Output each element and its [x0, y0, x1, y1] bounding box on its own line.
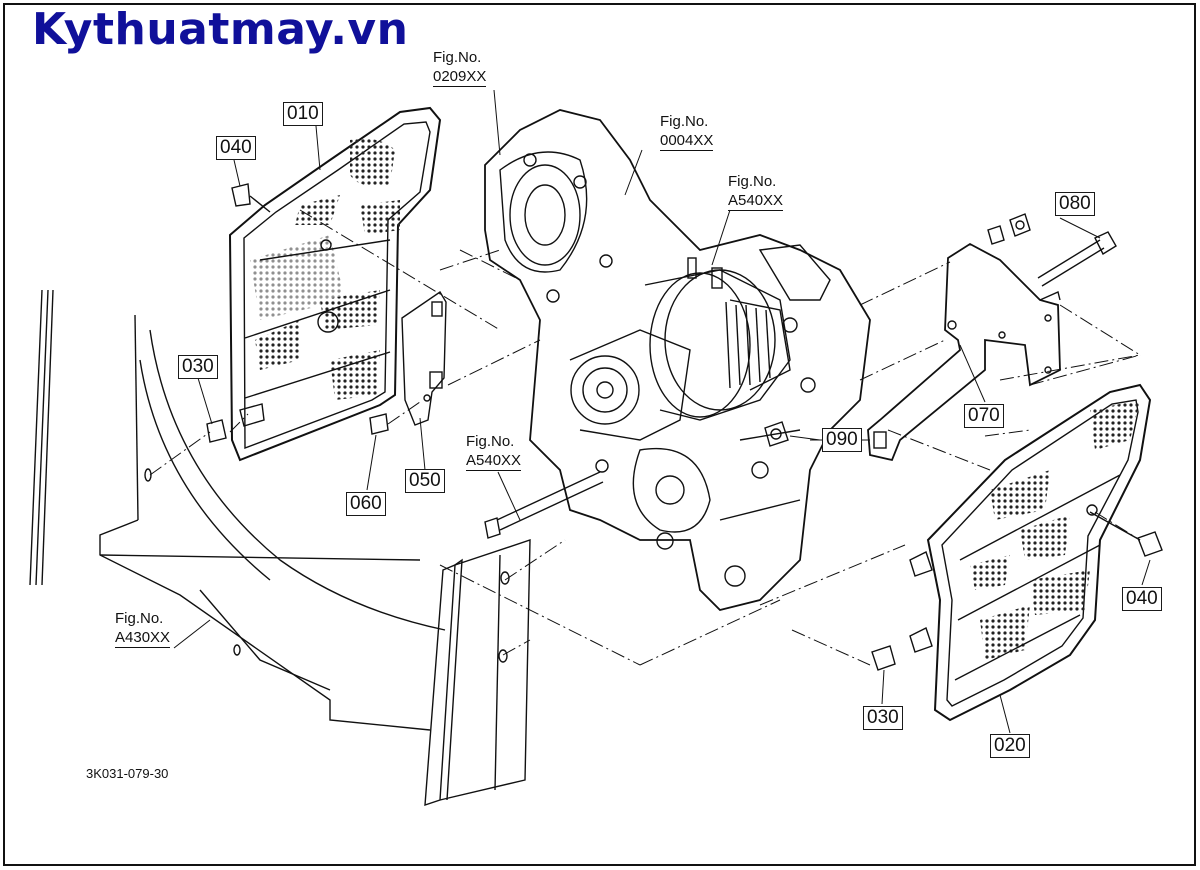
fig-ref-a540xx-lower: Fig.No. A540XX	[466, 432, 522, 471]
fig-ref-label: Fig.No.	[728, 173, 777, 190]
callout-080[interactable]: 080	[1055, 192, 1095, 216]
bolts-left	[206, 183, 389, 443]
cover-010	[228, 106, 442, 462]
fig-ref-0004xx: Fig.No. 0004XX	[660, 112, 714, 151]
fig-ref-a430xx: Fig.No. A430XX	[115, 609, 171, 648]
callout-070[interactable]: 070	[964, 404, 1004, 428]
bracket-070	[867, 242, 1061, 462]
cover-020	[909, 383, 1152, 722]
callout-090[interactable]: 090	[822, 428, 862, 452]
callout-020[interactable]: 020	[990, 734, 1030, 758]
fig-ref-label: Fig.No.	[466, 433, 515, 450]
fig-ref-number: A540XX	[728, 192, 784, 211]
watermark-logo: Kythuatmay.vn	[32, 4, 409, 55]
fig-ref-label: Fig.No.	[660, 113, 709, 130]
fig-ref-a540xx-upper: Fig.No. A540XX	[728, 172, 784, 211]
fig-ref-0209xx: Fig.No. 0209XX	[433, 48, 487, 87]
callout-040-right[interactable]: 040	[1122, 587, 1162, 611]
callout-060[interactable]: 060	[346, 492, 386, 516]
long-bolt	[484, 459, 609, 539]
fig-ref-number: 0209XX	[433, 68, 487, 87]
fig-ref-number: A540XX	[466, 452, 522, 471]
bracket-050	[401, 291, 447, 426]
callout-030-right[interactable]: 030	[863, 706, 903, 730]
drawing-code: 3K031-079-30	[86, 766, 169, 781]
bolt-080	[987, 213, 1117, 287]
fig-ref-number: 0004XX	[660, 132, 714, 151]
callout-040-left[interactable]: 040	[216, 136, 256, 160]
alternator	[569, 257, 791, 441]
fig-ref-label: Fig.No.	[433, 49, 482, 66]
nut-090	[764, 421, 789, 447]
frame-left	[29, 289, 531, 806]
fig-ref-number: A430XX	[115, 629, 171, 648]
fig-ref-label: Fig.No.	[115, 610, 164, 627]
callout-050[interactable]: 050	[405, 469, 445, 493]
callout-010[interactable]: 010	[283, 102, 323, 126]
callout-030-left[interactable]: 030	[178, 355, 218, 379]
engine-block	[484, 109, 871, 611]
